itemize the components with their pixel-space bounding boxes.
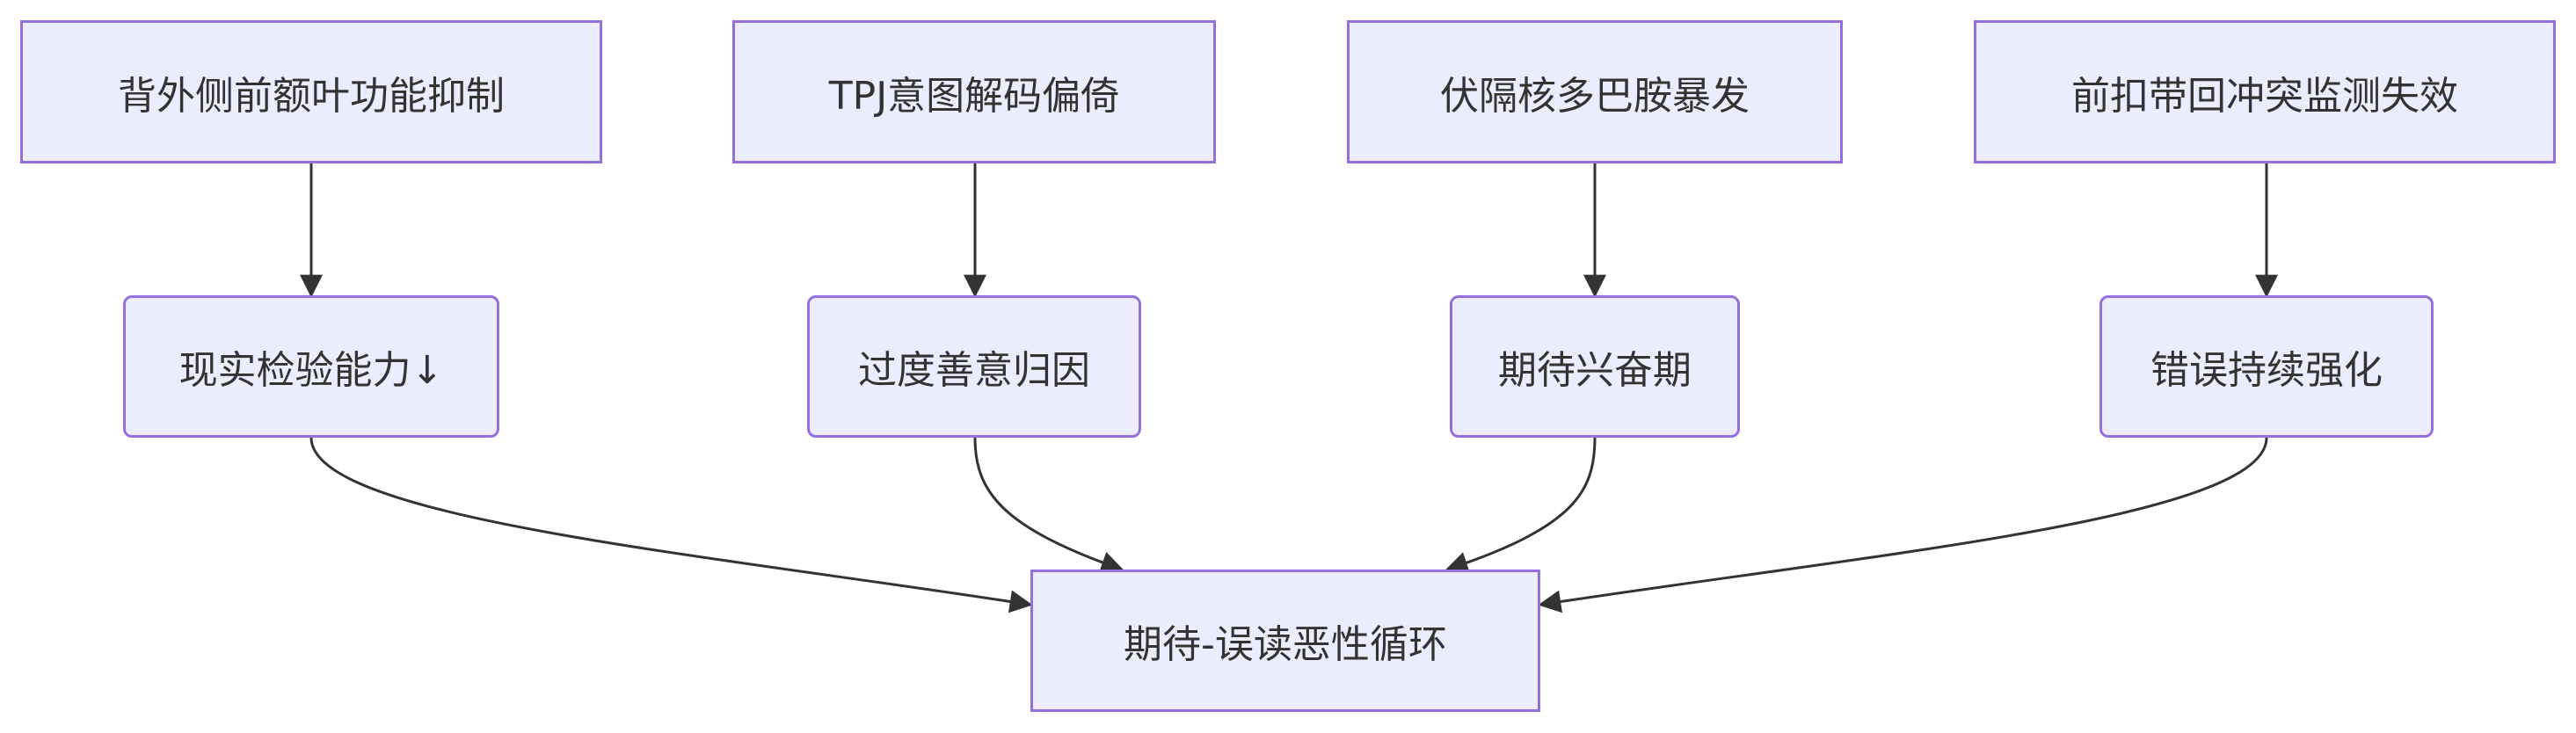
node-nacc-dopamine-burst: 伏隔核多巴胺暴发 <box>1347 20 1843 163</box>
node-dlpfc-suppression: 背外侧前额叶功能抑制 <box>20 20 602 163</box>
edge-d2-result <box>1538 437 2268 613</box>
edge-a2-result <box>309 437 1033 613</box>
node-error-reinforcement: 错误持续强化 <box>2099 295 2434 438</box>
node-excessive-benign-attribution: 过度善意归因 <box>807 295 1141 438</box>
edge-b2-result <box>973 437 1124 574</box>
node-anticipation-excitement: 期待兴奋期 <box>1450 295 1740 438</box>
edge-c2-result <box>1444 437 1597 574</box>
node-tpj-bias: TPJ意图解码偏倚 <box>732 20 1216 163</box>
node-vicious-cycle: 期待-误读恶性循环 <box>1030 570 1540 712</box>
node-acc-conflict-failure: 前扣带回冲突监测失效 <box>1974 20 2556 163</box>
node-reality-testing-down: 现实检验能力↓ <box>123 295 499 438</box>
